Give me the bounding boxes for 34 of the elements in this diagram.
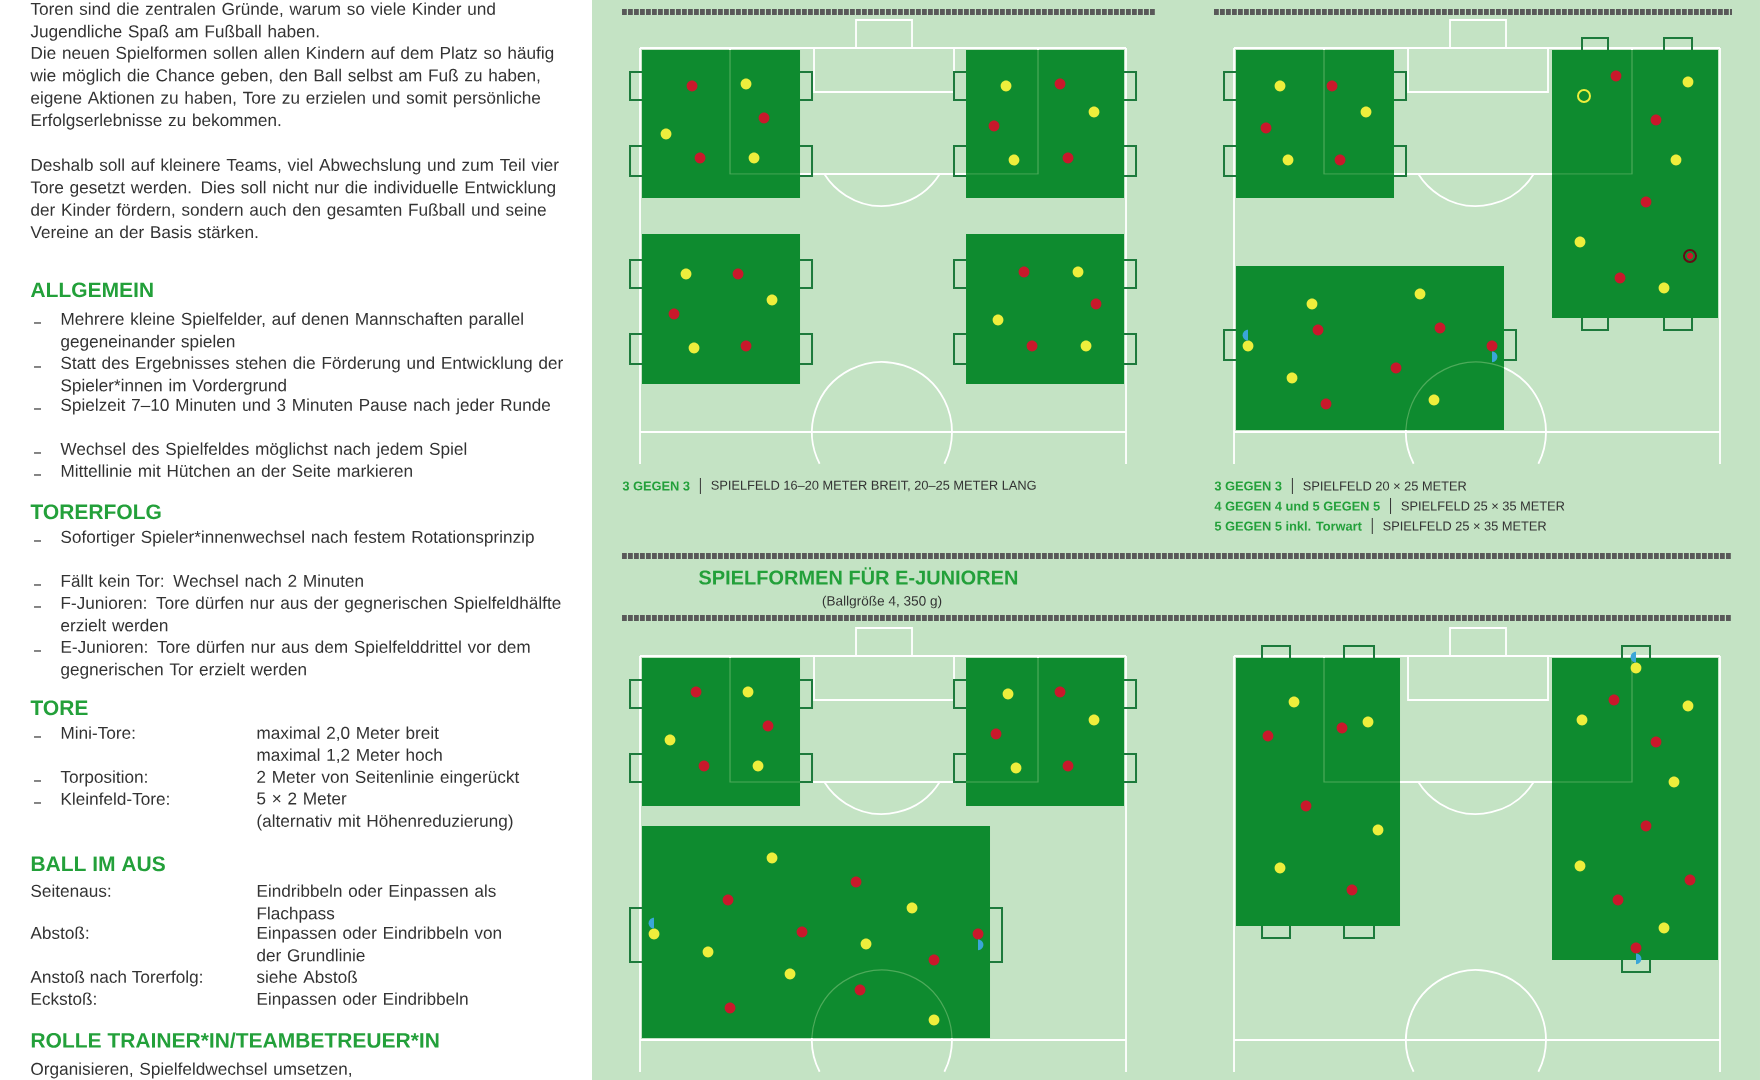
paragraph: Deshalb soll auf kleinere Teams, viel Abwechslung und zum Teil vier Tore gesetzt werden. Dies soll nicht nur die individuelle Entwicklung der Kinder fördern, sondern auch den gesamten Fußball und seine Vereine an der Basis stärken.	[30, 158, 559, 239]
value-text: maximal 2,0 Meter breit	[257, 726, 439, 742]
value-text: siehe Abstoß	[256, 970, 357, 983]
list-item: Torposition:	[33, 770, 147, 787]
list-item: Statt des Ergebnisses stehen die Förderung und Entwicklung der Spieler*innen im Vordergrund	[33, 356, 563, 395]
value-text: (alternativ mit Höhenreduzierung)	[257, 814, 513, 831]
list-item: Kleinfeld-Tore:	[33, 792, 169, 805]
list-item: Fällt kein Tor: Wechsel nach 2 Minuten	[33, 574, 363, 587]
paragraph: Toren sind die zentralen Gründe, warum so viele Kinder und Jugendliche Spaß am Fußball haben.	[30, 2, 495, 41]
value-text: Einpassen oder Eindribbeln	[257, 992, 468, 1009]
section-heading: ALLGEMEIN	[30, 282, 153, 298]
value-text: maximal 1,2 Meter hoch	[257, 748, 442, 764]
value-text: 5 × 2 Meter	[257, 792, 347, 805]
list-item: Mittellinie mit Hütchen an der Seite markieren	[33, 464, 412, 477]
section-heading: TORE	[30, 700, 88, 716]
section-heading: ROLLE TRAINER*IN/TEAMBETREUER*IN	[31, 1032, 439, 1048]
term-label: Seitenaus:	[31, 884, 111, 897]
paragraph: Organisieren, Spielfeldwechsel umsetzen,	[31, 1062, 351, 1079]
list-item: Wechsel des Spielfeldes möglichst nach jedem Spiel	[33, 442, 467, 459]
term-label: Eckstoß:	[31, 992, 96, 1005]
value-text: 2 Meter von Seitenlinie eingerückt	[257, 770, 520, 787]
term-label: Anstoß nach Torerfolg:	[30, 970, 202, 987]
list-item: Sofortiger Spieler*innenwechsel nach festem Rotationsprinzip	[33, 530, 534, 547]
paragraph: Die neuen Spielformen sollen allen Kindern auf dem Platz so häufig wie möglich die Chance geben, den Ball selbst am Fuß zu haben, eigene Aktionen zu haben, Tore zu erzielen und somit persönliche Erfolgserlebnisse zu bekommen.	[30, 46, 554, 130]
list-item: F-Junioren: Tore dürfen nur aus der gegnerischen Spielfeldhälfte erzielt werden	[33, 596, 561, 632]
term-label: Abstoß:	[30, 926, 89, 939]
section-heading: TORERFOLG	[30, 504, 161, 520]
section-title: SPIELFORMEN FÜR E-JUNIOREN	[699, 567, 1018, 585]
section-heading: BALL IM AUS	[31, 856, 165, 872]
list-item: Spielzeit 7–10 Minuten und 3 Minuten Pause nach jeder Runde	[33, 398, 551, 415]
list-item: E-Junioren: Tore dürfen nur aus dem Spielfelddrittel vor dem gegnerischen Tor erzielt werden	[33, 640, 530, 679]
value-text: Eindribbeln oder Einpassen als Flachpass	[257, 884, 496, 923]
list-item: Mini-Tore:	[33, 726, 135, 739]
list-item: Mehrere kleine Spielfelder, auf denen Mannschaften parallel gegeneinander spielen	[33, 312, 523, 351]
